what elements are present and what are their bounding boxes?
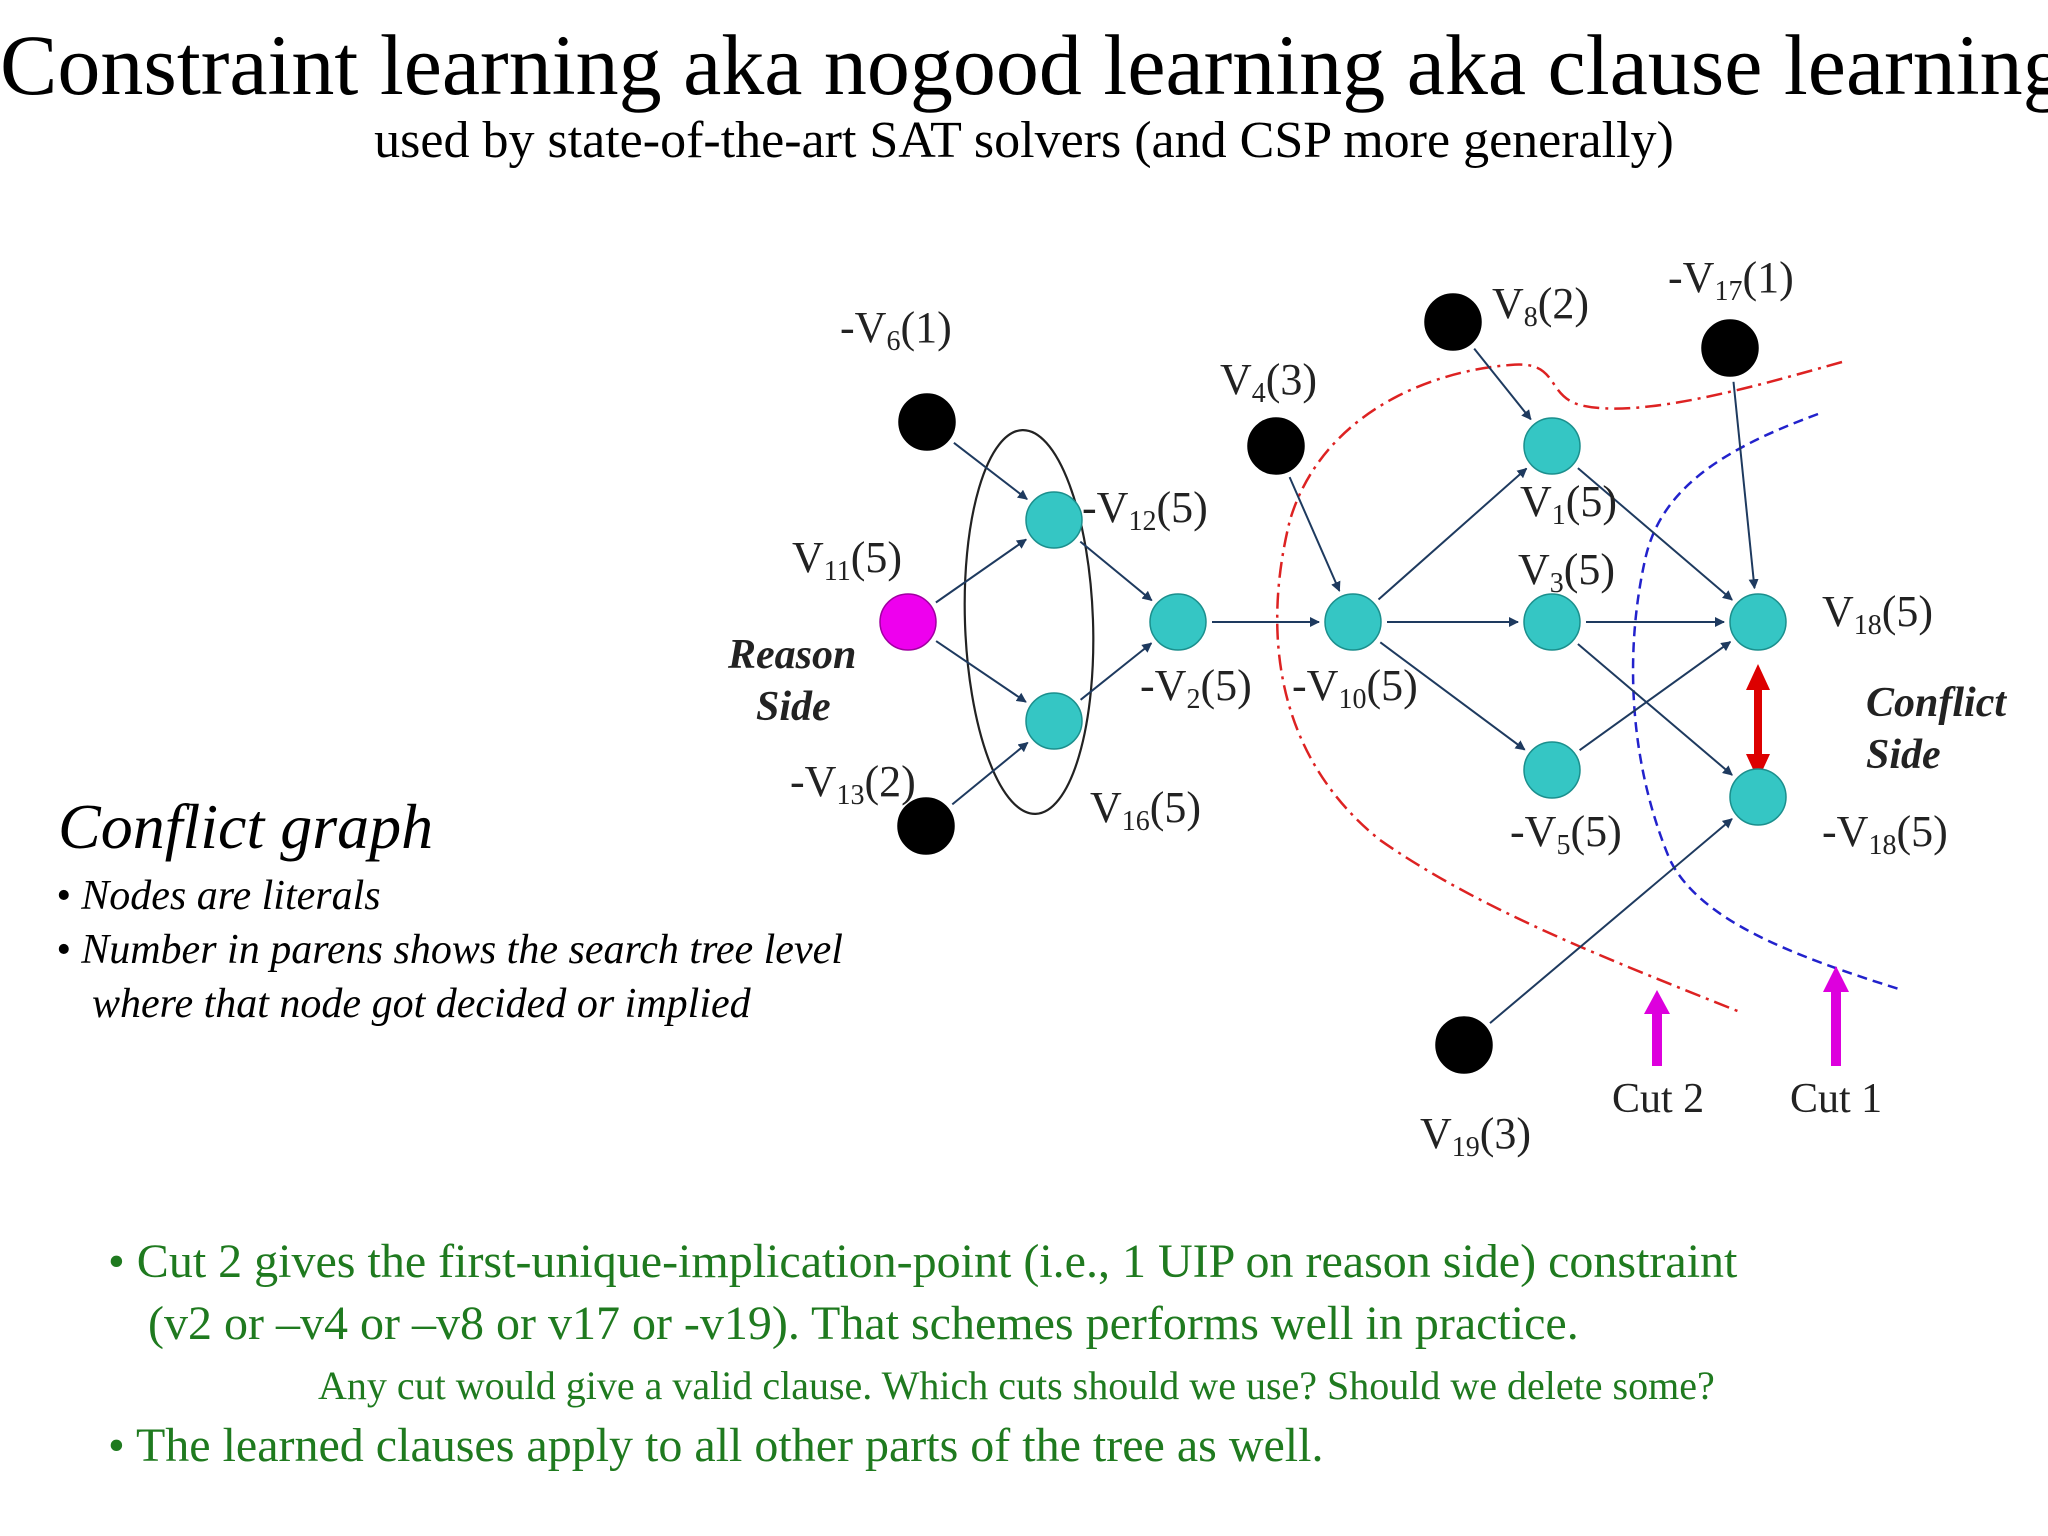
label-v1: V1(5) (1520, 477, 1617, 531)
label-nv18: -V18(5) (1822, 807, 1948, 861)
edge-v10-v1 (1377, 467, 1528, 601)
label-v2: -V2(5) (1140, 661, 1252, 715)
edge-v3-nv18 (1577, 643, 1733, 776)
node-v4 (1247, 417, 1305, 475)
label-v17: -V17(1) (1668, 253, 1794, 307)
cut2-label: Cut 2 (1612, 1076, 1704, 1122)
edge-v10-v5 (1379, 641, 1526, 751)
label-v8: V8(2) (1492, 279, 1589, 333)
node-v1 (1523, 417, 1581, 475)
node-v3 (1523, 593, 1581, 651)
edge-v4-v10 (1288, 476, 1341, 592)
label-v11: V11(5) (792, 533, 902, 587)
node-nv18 (1729, 768, 1787, 826)
conflict-arrow (1746, 664, 1770, 780)
cut1-label: Cut 1 (1790, 1076, 1882, 1122)
label-v16: V16(5) (1090, 783, 1201, 837)
node-v8 (1424, 293, 1482, 351)
edge-v11-v12 (935, 538, 1027, 604)
label-v4: V4(3) (1220, 355, 1317, 409)
node-v5 (1523, 741, 1581, 799)
label-v13: -V13(2) (790, 757, 916, 811)
label-v10: -V10(5) (1292, 661, 1418, 715)
label-v12: -V12(5) (1082, 483, 1208, 537)
edge-v8-v1 (1473, 347, 1532, 421)
edge-v5-v18 (1579, 640, 1732, 752)
cut1-arrow (1823, 966, 1849, 1066)
edge-v1-v18 (1577, 467, 1733, 601)
bullet-cut2: • Cut 2 gives the first-unique-implicati… (108, 1235, 1738, 1288)
legend-title: Conflict graph (58, 791, 434, 862)
label-v18: V18(5) (1822, 587, 1933, 641)
bullet-cut2-clause: (v2 or –v4 or –v8 or v17 or -v19). That … (148, 1297, 1579, 1350)
slide-title: Constraint learning aka nogood learning … (0, 17, 2048, 113)
label-v3: V3(5) (1518, 545, 1615, 599)
conflict-side-label: Conflict (1866, 680, 2007, 726)
node-v6 (898, 393, 956, 451)
node-v19 (1435, 1016, 1493, 1074)
legend-item: • Number in parens shows the search tree… (56, 927, 843, 973)
node-v11 (879, 593, 937, 651)
label-v19: V19(3) (1420, 1109, 1531, 1163)
edge-v19-nv18 (1489, 818, 1733, 1024)
node-v10 (1324, 593, 1382, 651)
label-v6: -V6(1) (840, 303, 952, 357)
reason-side-label: Reason (727, 632, 856, 678)
cut1-curve (1631, 412, 1903, 992)
node-v13 (897, 797, 955, 855)
cut2-curve (1276, 360, 1843, 1014)
edge-v17-v18 (1732, 381, 1759, 590)
legend-item: • Nodes are literals (56, 873, 381, 919)
edge-v6-v12 (953, 442, 1028, 500)
node-v2 (1149, 593, 1207, 651)
grouping-ellipse (963, 429, 1095, 815)
label-v5: -V5(5) (1510, 807, 1622, 861)
edge-v12-v2 (1079, 540, 1153, 602)
reason-side-label-2: Side (756, 684, 831, 730)
node-v18 (1729, 593, 1787, 651)
legend-item: where that node got decided or implied (92, 981, 751, 1027)
cut2-arrow (1644, 990, 1670, 1066)
bullet-any-cut: Any cut would give a valid clause. Which… (318, 1363, 1715, 1408)
label-layer: -V6(1) V11(5) -V13(2) -V12(5) V16(5) -V2(5) V4… (790, 253, 1948, 1163)
slide-subtitle: used by state-of-the-art SAT solvers (an… (374, 112, 1674, 169)
bullet-learned-clauses: • The learned clauses apply to all other… (108, 1419, 1324, 1472)
node-layer (879, 293, 1787, 1074)
node-v12 (1025, 491, 1083, 549)
conflict-side-label-2: Side (1866, 732, 1941, 778)
edge-layer (935, 347, 1759, 1024)
node-v16 (1025, 692, 1083, 750)
node-v17 (1701, 319, 1759, 377)
edge-v16-v2 (1079, 642, 1153, 701)
edge-v13-v16 (951, 741, 1029, 806)
edge-v11-v16 (935, 640, 1027, 703)
